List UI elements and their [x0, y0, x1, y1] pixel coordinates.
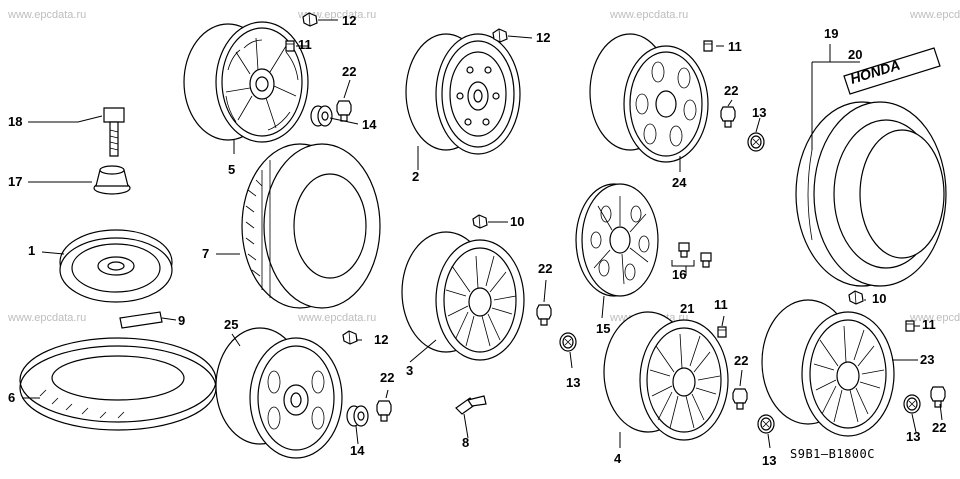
tire-6	[20, 338, 216, 430]
clip-12	[302, 12, 318, 27]
label-22: 22	[342, 64, 357, 79]
nut-16	[700, 252, 712, 268]
brand-badge	[844, 48, 940, 94]
watermark: www.epcdata.ru	[910, 312, 960, 324]
label-13: 13	[906, 429, 921, 444]
wheel-25	[216, 328, 342, 458]
clip-12	[492, 28, 508, 43]
watermark: www.epcdata.ru	[8, 9, 87, 21]
block-11	[703, 40, 713, 52]
label-14: 14	[362, 117, 377, 132]
clip-10	[848, 290, 864, 305]
label-22: 22	[734, 353, 749, 368]
bolt-22	[536, 304, 552, 326]
label-22: 22	[538, 261, 553, 276]
label-21: 21	[680, 301, 695, 316]
watermark: www.epcdata.ru	[910, 9, 960, 21]
label-15: 15	[596, 321, 611, 336]
leader-lines	[22, 20, 942, 448]
watermark: www.epcdata.ru	[610, 9, 689, 21]
diagram-code: S9B1—B1800C	[790, 447, 875, 461]
cap-13	[757, 414, 775, 434]
valve-8	[456, 396, 486, 414]
label-2: 2	[412, 169, 420, 184]
watermark: www.epcdata.ru	[298, 312, 377, 324]
watermark: www.epcdata.ru	[8, 312, 87, 324]
bolt-22	[720, 106, 736, 128]
label-11: 11	[922, 317, 936, 332]
wheel-3	[402, 232, 524, 360]
nut-17	[94, 166, 130, 194]
label-7: 7	[202, 246, 210, 261]
label-25: 25	[224, 317, 239, 332]
block-11	[717, 326, 727, 338]
clip-12	[342, 330, 358, 345]
block-11	[905, 320, 915, 332]
nut-14	[310, 105, 333, 127]
label-11: 11	[728, 39, 742, 54]
label-23: 23	[920, 352, 935, 367]
label-20: 20	[848, 47, 863, 62]
wheel-1	[60, 230, 172, 302]
watermark: www.epcdata.ru	[298, 9, 377, 21]
label-18: 18	[8, 114, 23, 129]
nut-16	[678, 242, 690, 258]
bolt-22	[930, 386, 946, 408]
wheel-cover-15	[576, 184, 658, 296]
label-22: 22	[724, 83, 739, 98]
label-13: 13	[752, 105, 767, 120]
stud-18	[104, 108, 124, 156]
label-4: 4	[614, 451, 622, 466]
nut-14	[346, 405, 369, 427]
label-8: 8	[462, 435, 470, 450]
tire-19	[796, 102, 946, 286]
bolt-22	[732, 388, 748, 410]
label-9: 9	[178, 313, 186, 328]
block-11	[285, 40, 295, 52]
label-17: 17	[8, 174, 23, 189]
label-24: 24	[672, 175, 687, 190]
label-10: 10	[510, 214, 525, 229]
wheel-2	[406, 34, 520, 154]
bolt-22	[376, 400, 392, 422]
tire-7	[242, 144, 380, 308]
label-12: 12	[342, 13, 357, 28]
label-6: 6	[8, 390, 16, 405]
label-22: 22	[380, 370, 395, 385]
label-11: 11	[298, 37, 312, 52]
label-12: 12	[374, 332, 389, 347]
cap-13	[559, 332, 577, 352]
label-16: 16	[672, 267, 687, 282]
label-5: 5	[228, 162, 236, 177]
wheel-24	[590, 34, 708, 162]
wheel-23	[762, 300, 894, 436]
tag-9	[120, 312, 162, 328]
label-10: 10	[872, 291, 887, 306]
wheel-4	[604, 312, 728, 440]
label-1: 1	[28, 243, 36, 258]
label-22: 22	[932, 420, 947, 435]
label-13: 13	[762, 453, 777, 468]
label-12: 12	[536, 30, 551, 45]
cap-13	[747, 132, 765, 152]
clip-10	[472, 214, 488, 229]
label-13: 13	[566, 375, 581, 390]
wheel-5	[184, 22, 308, 142]
label-14: 14	[350, 443, 365, 458]
label-3: 3	[406, 363, 414, 378]
bolt-22	[336, 100, 352, 122]
label-11: 11	[714, 297, 728, 312]
cap-13	[903, 394, 921, 414]
label-19: 19	[824, 26, 839, 41]
